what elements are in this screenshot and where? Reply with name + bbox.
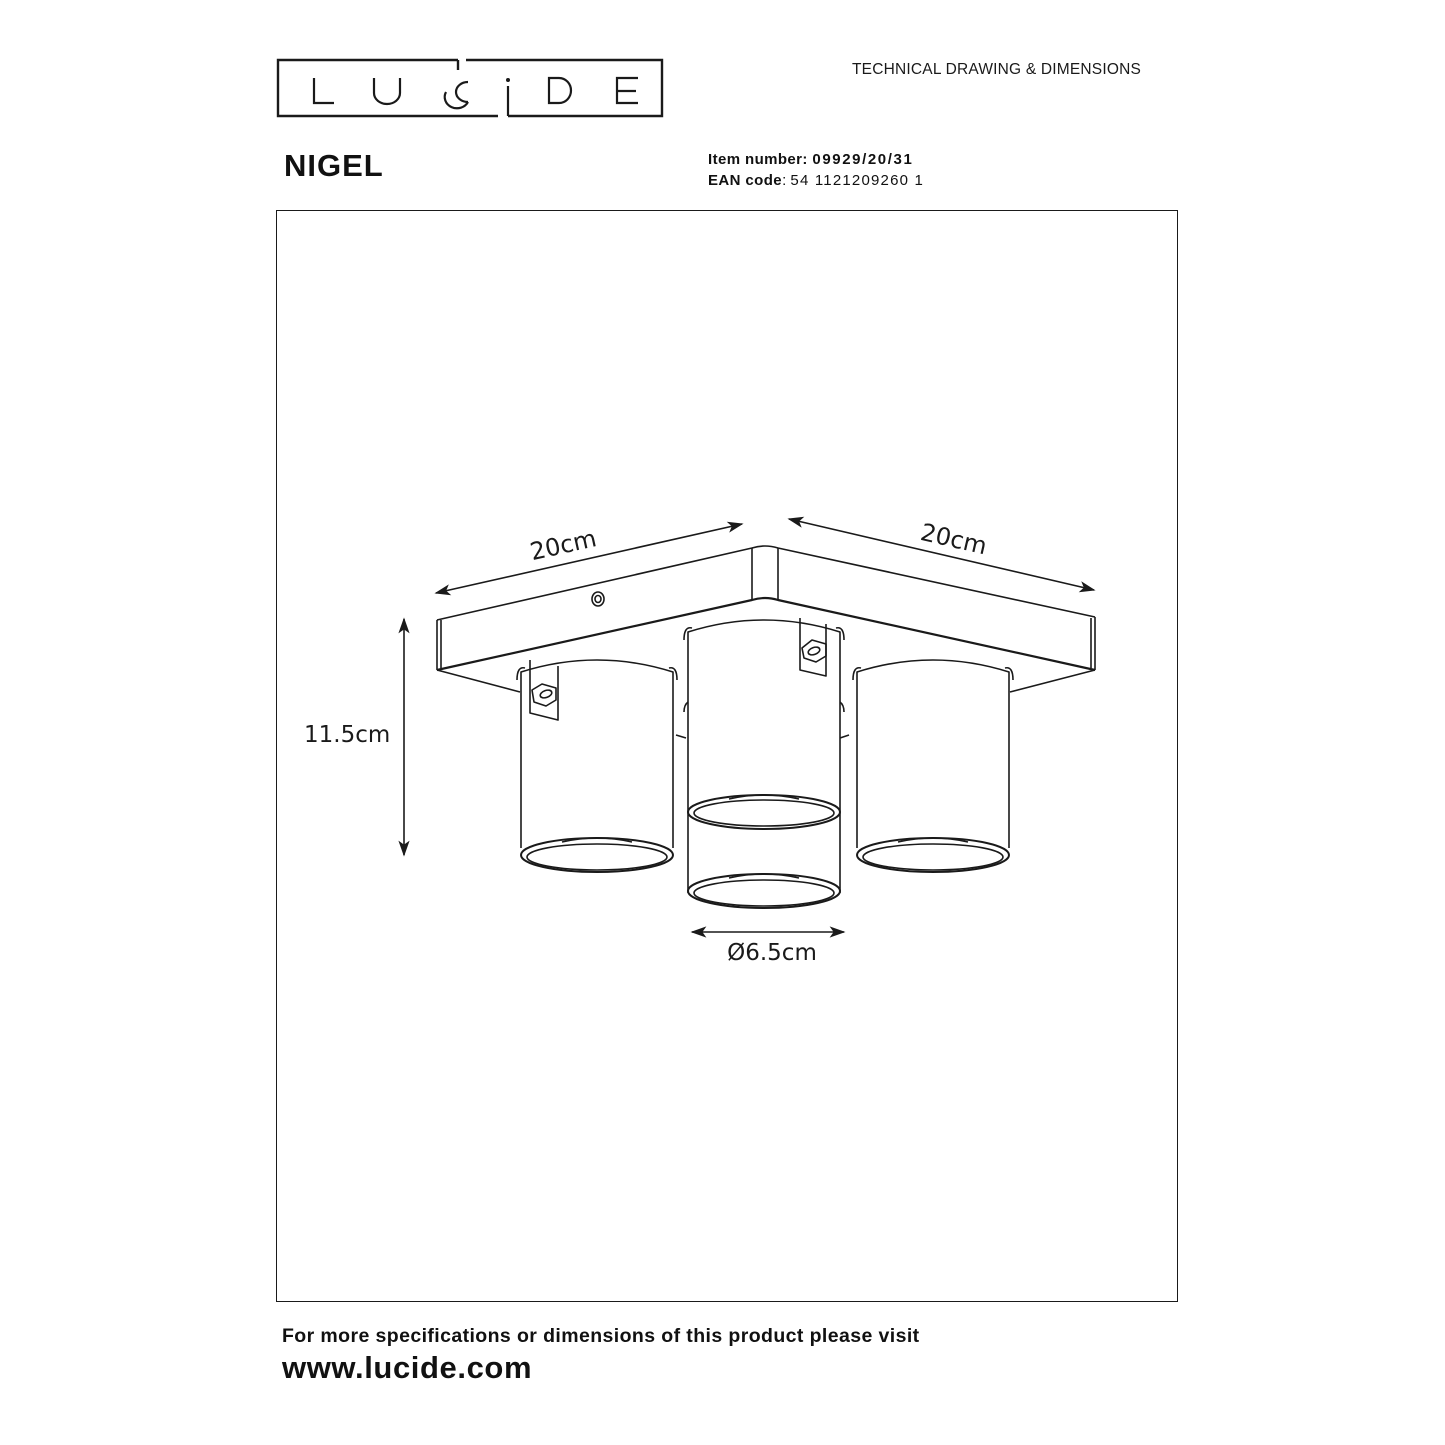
product-name: NIGEL xyxy=(284,148,384,183)
document-type-label: TECHNICAL DRAWING & DIMENSIONS xyxy=(852,61,1142,78)
item-number-value: 09929/20/31 xyxy=(812,151,914,168)
lucide-logo xyxy=(276,58,664,118)
lucide-logo-mark xyxy=(276,58,664,118)
ean-value: 54 1121209260 1 xyxy=(790,172,925,189)
footer-website-link[interactable]: www.lucide.com xyxy=(282,1350,533,1385)
ean-label: EAN code xyxy=(708,172,783,189)
ean-row: EAN code: 54 1121209260 1 xyxy=(708,172,925,189)
item-number-label: Item number xyxy=(708,151,803,168)
drawing-frame xyxy=(276,210,1178,1302)
product-meta: Item number: 09929/20/31 EAN code: 54 11… xyxy=(708,149,924,191)
item-number-row: Item number: 09929/20/31 xyxy=(708,151,914,168)
footer-note: For more specifications or dimensions of… xyxy=(282,1325,920,1347)
